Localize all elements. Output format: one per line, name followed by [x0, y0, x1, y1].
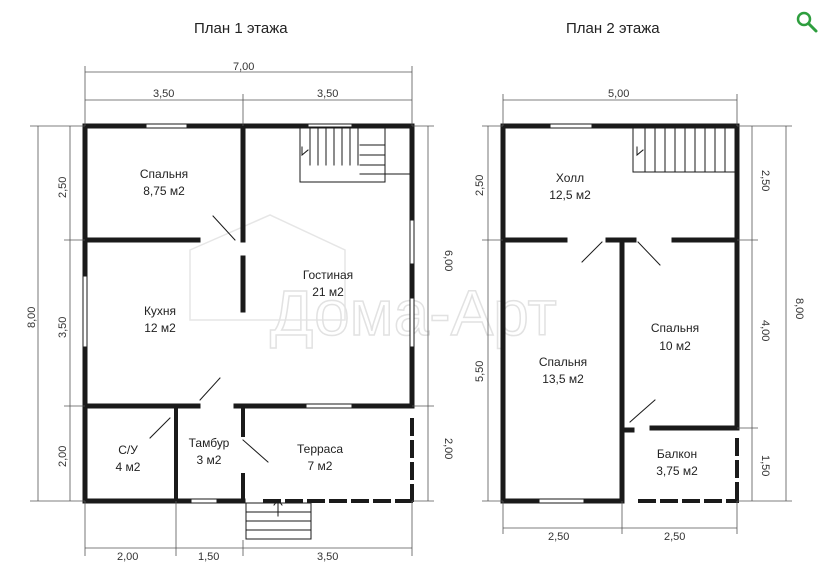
- room-name: С/У: [118, 443, 138, 457]
- dim-right-top: 2,50: [759, 170, 771, 191]
- dim-top-left: 3,50: [153, 88, 174, 100]
- dim-right-top: 6,00: [442, 250, 454, 271]
- dim-bottom-2: 1,50: [198, 551, 219, 563]
- room-area: 3 м2: [197, 453, 222, 467]
- floor1-room-labels: Спальня 8,75 м2 Гостиная 21 м2 Кухня 12 …: [116, 167, 354, 474]
- dim-top-total: 7,00: [233, 61, 254, 73]
- dim-right-bot: 2,00: [442, 438, 454, 459]
- dim-right-total: 8,00: [793, 298, 805, 319]
- room-area: 21 м2: [312, 285, 344, 299]
- room-name: Холл: [556, 171, 584, 185]
- floor1-title: План 1 этажа: [194, 20, 288, 37]
- dim-bottom-1: 2,00: [117, 551, 138, 563]
- room-area: 12,5 м2: [549, 188, 591, 202]
- dim-bottom-1: 2,50: [548, 531, 569, 543]
- room-name: Спальня: [651, 321, 699, 335]
- floor2-dimension-labels: 5,00 2,50 5,50 2,50 4,00 1,50 8,00 2,50 …: [474, 88, 805, 543]
- dim-left-mid: 3,50: [57, 317, 69, 338]
- floor1-dimension-lines: [30, 66, 434, 556]
- dim-left-top: 2,50: [474, 175, 486, 196]
- floor2-plan: [500, 123, 740, 504]
- room-name: Спальня: [539, 355, 587, 369]
- dim-left-total: 8,00: [26, 307, 38, 328]
- room-name: Тамбур: [189, 436, 230, 450]
- dim-top-total: 5,00: [608, 88, 629, 100]
- floor1-stairs: [299, 126, 413, 183]
- room-area: 13,5 м2: [542, 372, 584, 386]
- room-area: 10 м2: [659, 339, 691, 353]
- room-area: 8,75 м2: [143, 184, 185, 198]
- dim-right-bot: 1,50: [759, 455, 771, 476]
- dim-top-right: 3,50: [317, 88, 338, 100]
- room-name: Кухня: [144, 304, 176, 318]
- floor2-title: План 2 этажа: [566, 20, 660, 37]
- room-name: Спальня: [140, 167, 188, 181]
- floor2-room-labels: Холл 12,5 м2 Спальня 13,5 м2 Спальня 10 …: [539, 171, 699, 478]
- room-name: Терраса: [297, 442, 343, 456]
- dim-bottom-3: 3,50: [317, 551, 338, 563]
- room-name: Балкон: [657, 447, 697, 461]
- dim-right-mid: 4,00: [759, 320, 771, 341]
- magnifier-icon[interactable]: [795, 10, 819, 34]
- entrance-steps: [245, 499, 312, 540]
- room-area: 12 м2: [144, 321, 176, 335]
- floor1-plan: [82, 123, 415, 540]
- dim-left-top: 2,50: [57, 177, 69, 198]
- dim-left-bot: 5,50: [474, 361, 486, 382]
- room-area: 7 м2: [308, 459, 333, 473]
- room-area: 3,75 м2: [656, 464, 698, 478]
- floor2-stairs: [632, 126, 738, 173]
- room-area: 4 м2: [116, 460, 141, 474]
- dim-bottom-2: 2,50: [664, 531, 685, 543]
- dim-left-bot: 2,00: [57, 446, 69, 467]
- floor1-dimension-labels: 7,00 3,50 3,50 8,00 2,50 3,50 2,00 6,00 …: [26, 61, 454, 563]
- room-name: Гостиная: [303, 268, 353, 282]
- floor2-dimension-lines: [482, 94, 792, 534]
